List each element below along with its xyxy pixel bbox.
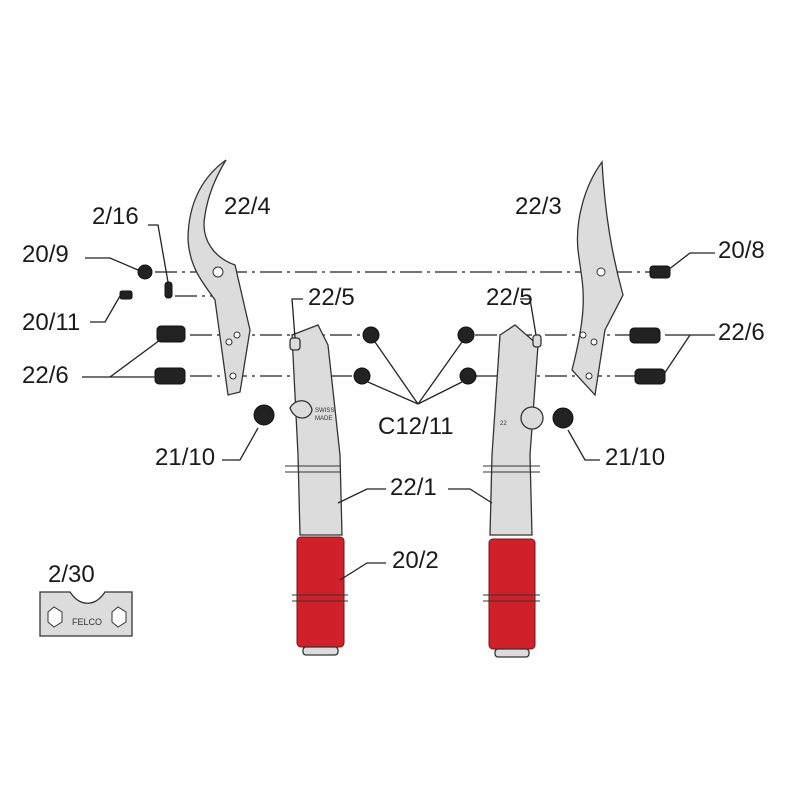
hex-hole	[111, 606, 127, 628]
handle-end-cap	[494, 648, 530, 658]
leader	[374, 341, 419, 405]
pivot-bolt-20-8	[649, 265, 671, 279]
key-2-30: FELCO	[39, 591, 133, 637]
leader	[82, 339, 161, 378]
leader	[291, 298, 303, 339]
label-22-1: 22/1	[390, 474, 437, 501]
label-2-16: 2/16	[92, 203, 139, 230]
leader	[339, 562, 386, 581]
label-22-6-left: 22/6	[22, 362, 69, 389]
label-21-10-left: 21/10	[155, 444, 215, 471]
leader	[417, 381, 463, 405]
blade-pivot-hole	[596, 267, 606, 277]
bolt-22-6-upper-right	[629, 327, 661, 344]
part-labels: 22/4 2/16 20/9 20/11 22/6 22/5 22/3 22/5…	[22, 193, 765, 588]
blade-hole	[229, 372, 237, 380]
bolt-22-6-lower-left	[154, 367, 186, 385]
handle-left-22-1: SWISS MADE	[285, 324, 348, 656]
handle-right-22-1: 22	[483, 324, 544, 658]
nut-c12-11	[362, 326, 380, 344]
label-2-30: 2/30	[48, 561, 95, 588]
engraving-brand: FELCO	[72, 617, 102, 627]
label-22-5-left: 22/5	[308, 284, 355, 311]
grip-20-2-right	[488, 538, 536, 650]
label-22-3: 22/3	[515, 193, 562, 220]
leader	[417, 341, 463, 405]
screw-20-11	[119, 290, 133, 300]
blade-hole	[590, 338, 598, 346]
label-22-4: 22/4	[224, 193, 271, 220]
leader	[337, 488, 386, 504]
bolt-22-6-lower-right	[634, 368, 666, 385]
nut-c12-11	[459, 367, 477, 385]
handle-end-cap	[302, 646, 339, 656]
leader	[667, 252, 715, 271]
nut-c12-11	[457, 326, 475, 344]
pivot-sleeve	[520, 406, 544, 430]
blade-hole	[579, 331, 587, 339]
label-22-6-right: 22/6	[718, 319, 765, 346]
buffer-21-10-right	[552, 407, 574, 429]
stop-22-5-left	[289, 337, 301, 351]
leader	[661, 334, 691, 378]
buffer-21-10-left	[253, 404, 275, 426]
label-22-5-right: 22/5	[486, 284, 533, 311]
label-20-11: 20/11	[22, 309, 80, 336]
blade-right-22-3	[571, 160, 624, 397]
spring-pin-2-16	[164, 281, 173, 299]
label-20-9: 20/9	[22, 241, 69, 268]
leader	[222, 427, 259, 461]
washer-20-9	[137, 264, 153, 280]
leader-lines	[82, 224, 715, 581]
blade-hole	[225, 338, 233, 346]
blade-hole	[233, 331, 241, 339]
engraving-made: MADE	[315, 416, 332, 422]
leader	[567, 429, 600, 461]
hex-hole	[47, 606, 63, 628]
stop-22-5-right	[532, 334, 542, 348]
label-20-8: 20/8	[718, 237, 765, 264]
label-c12-11: C12/11	[378, 413, 454, 440]
grip-20-2-left	[296, 536, 345, 648]
leader	[148, 224, 169, 283]
blade-pivot-hole	[212, 266, 224, 278]
leader	[85, 257, 139, 271]
engraving-model: 22	[500, 421, 507, 427]
leader	[367, 381, 419, 405]
engraving-swiss: SWISS	[315, 408, 334, 414]
leader	[90, 295, 121, 323]
bolt-22-6-upper-left	[156, 325, 186, 343]
blade-hole	[585, 372, 593, 380]
leader	[520, 298, 537, 336]
nut-c12-11	[353, 367, 371, 385]
leader	[448, 488, 493, 504]
label-20-2: 20/2	[392, 547, 439, 574]
label-21-10-right: 21/10	[605, 444, 665, 471]
